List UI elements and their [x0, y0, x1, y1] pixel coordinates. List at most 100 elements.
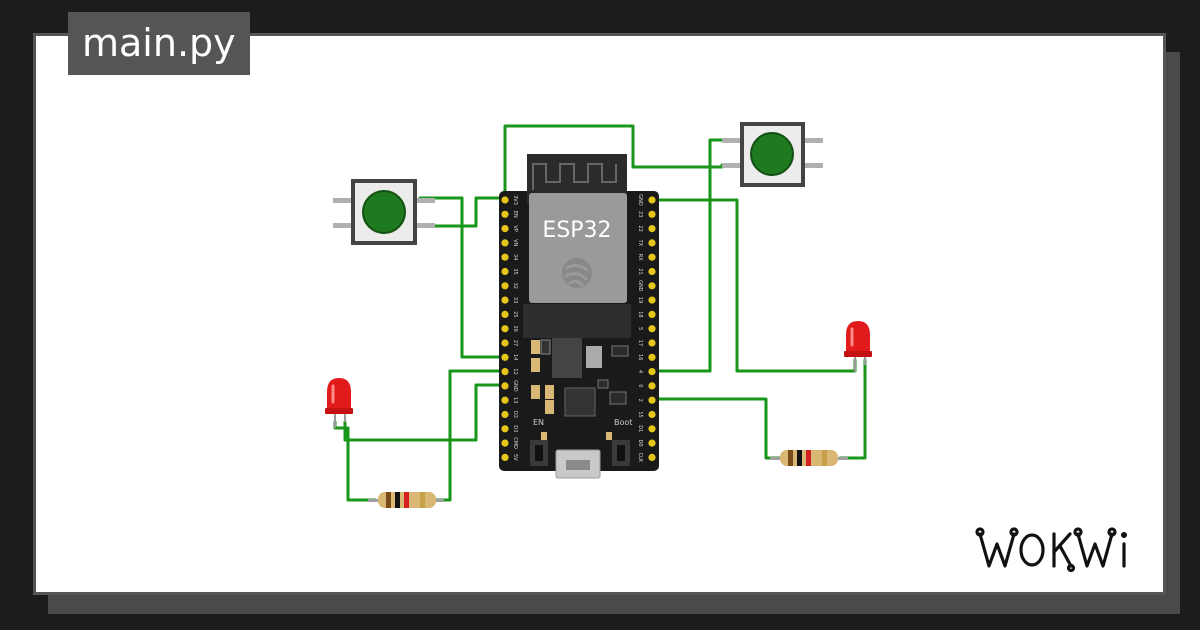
wire-pin2-to-right-resistor[interactable] [650, 397, 782, 460]
left-pin-label: 35 [512, 268, 518, 274]
right-pin-label: 17 [637, 340, 643, 346]
wire-top-button-to-pin4[interactable] [650, 138, 742, 373]
file-tab[interactable]: main.py [68, 12, 250, 75]
left-pin-label: 26 [512, 326, 518, 332]
wire-left-led-to-resistor[interactable] [333, 420, 377, 502]
left-pin-13[interactable] [501, 396, 509, 404]
en-button-label: EN [533, 418, 544, 427]
left-pin-en[interactable] [501, 210, 509, 218]
resistor-left-band-3 [404, 492, 409, 508]
left-pin-26[interactable] [501, 325, 509, 333]
cap-1 [531, 340, 540, 354]
left-pin-35[interactable] [501, 267, 509, 276]
left-pin-27[interactable] [501, 339, 509, 347]
right-pin-19[interactable] [648, 296, 656, 304]
left-pin-vn[interactable] [501, 239, 509, 247]
right-pin-0[interactable] [648, 382, 656, 390]
resistor-right[interactable] [770, 450, 848, 466]
left-pin-d2[interactable] [501, 410, 509, 419]
right-pin-label: 19 [637, 297, 643, 303]
left-pin-label: 33 [512, 297, 518, 303]
led-right[interactable] [844, 321, 872, 372]
right-pin-18[interactable] [648, 310, 656, 318]
right-pin-15[interactable] [648, 410, 656, 419]
right-pin-label: 22 [637, 225, 643, 231]
led-right-rim [844, 351, 872, 357]
left-pin-label: 13 [512, 397, 518, 403]
pushbutton-left-leg-4 [417, 223, 435, 228]
left-pin-cmd[interactable] [501, 439, 509, 447]
right-pin-rx[interactable] [648, 253, 656, 261]
left-pin-25[interactable] [501, 310, 509, 318]
module-edge-left [523, 304, 631, 338]
en-button-cap[interactable] [535, 445, 543, 461]
cap-2 [540, 339, 551, 355]
right-pin-label: TX [637, 239, 643, 247]
left-pin-vp[interactable] [501, 225, 509, 233]
cap-4 [531, 385, 540, 399]
cap-6 [545, 400, 554, 414]
pushbutton-top-leg-2 [722, 163, 740, 168]
wire-pin12-to-left-resistor[interactable] [434, 369, 505, 502]
right-pin-5[interactable] [648, 325, 656, 333]
right-pin-4[interactable] [648, 368, 656, 376]
resistor-left[interactable] [368, 492, 444, 508]
right-pin-label: 16 [637, 354, 643, 360]
pushbutton-left-leg-1 [333, 198, 351, 203]
right-pin-17[interactable] [648, 339, 656, 347]
right-pin-label: 23 [637, 211, 643, 217]
left-pin-5v[interactable] [501, 453, 509, 461]
right-pin-2[interactable] [648, 396, 656, 404]
smd-1 [611, 345, 629, 357]
pushbutton-left[interactable] [333, 179, 435, 245]
right-pin-22[interactable] [648, 225, 656, 233]
right-pin-23[interactable] [648, 210, 656, 218]
right-pin-d0[interactable] [648, 439, 656, 447]
esp32-board[interactable]: ESP32 EN Boot 3V3ENVPVN34353233252627141… [499, 154, 659, 479]
left-pin-14[interactable] [501, 353, 509, 361]
right-pin-gnd[interactable] [648, 196, 656, 204]
regulator-tab [586, 346, 602, 368]
left-pin-34[interactable] [501, 253, 509, 261]
resistor-right-band-1 [788, 450, 793, 466]
pushbutton-top-leg-4 [805, 163, 823, 168]
wokwi-logo [975, 527, 1127, 573]
right-pin-16[interactable] [648, 353, 656, 361]
right-pin-clk[interactable] [648, 453, 656, 461]
pushbutton-left-cap[interactable] [362, 190, 406, 234]
cap-5 [545, 385, 554, 399]
wire-left-button-to-3v3[interactable] [418, 196, 505, 228]
resistor-left-band-4 [420, 492, 425, 508]
left-pin-header: 3V3ENVPVN343532332526271412GND13D2D3CMD5… [501, 195, 518, 461]
wire-gnd-to-right-led[interactable] [650, 198, 857, 373]
right-pin-d1[interactable] [648, 425, 656, 433]
right-pin-21[interactable] [648, 267, 656, 276]
led-left[interactable] [325, 378, 353, 428]
resistor-left-band-2 [395, 492, 400, 508]
pushbutton-top-cap[interactable] [750, 132, 794, 176]
wire-left-button-to-pin14[interactable] [418, 196, 505, 359]
usb-port [566, 460, 590, 470]
resistor-right-band-2 [797, 450, 802, 466]
led-indicator-2 [606, 432, 612, 440]
left-pin-label: VN [512, 239, 518, 246]
led-left-rim [325, 408, 353, 414]
smd-2 [597, 379, 609, 389]
left-pin-label: 34 [512, 254, 518, 260]
boot-button-cap[interactable] [617, 445, 625, 461]
right-pin-tx[interactable] [648, 239, 656, 247]
right-pin-label: GND [637, 280, 643, 292]
left-pin-33[interactable] [501, 296, 509, 304]
left-pin-3v3[interactable] [501, 196, 509, 204]
wire-pin13-to-left-led[interactable] [343, 383, 505, 442]
right-pin-gnd[interactable] [648, 282, 656, 290]
left-pin-d3[interactable] [501, 425, 509, 433]
pushbutton-left-leg-3 [417, 198, 435, 203]
left-pin-gnd[interactable] [501, 382, 509, 390]
left-pin-12[interactable] [501, 368, 509, 376]
pushbutton-top[interactable] [722, 122, 823, 187]
espressif-logo-mark [564, 263, 589, 287]
left-pin-32[interactable] [501, 282, 509, 290]
wire-right-resistor-to-led[interactable] [838, 358, 867, 460]
